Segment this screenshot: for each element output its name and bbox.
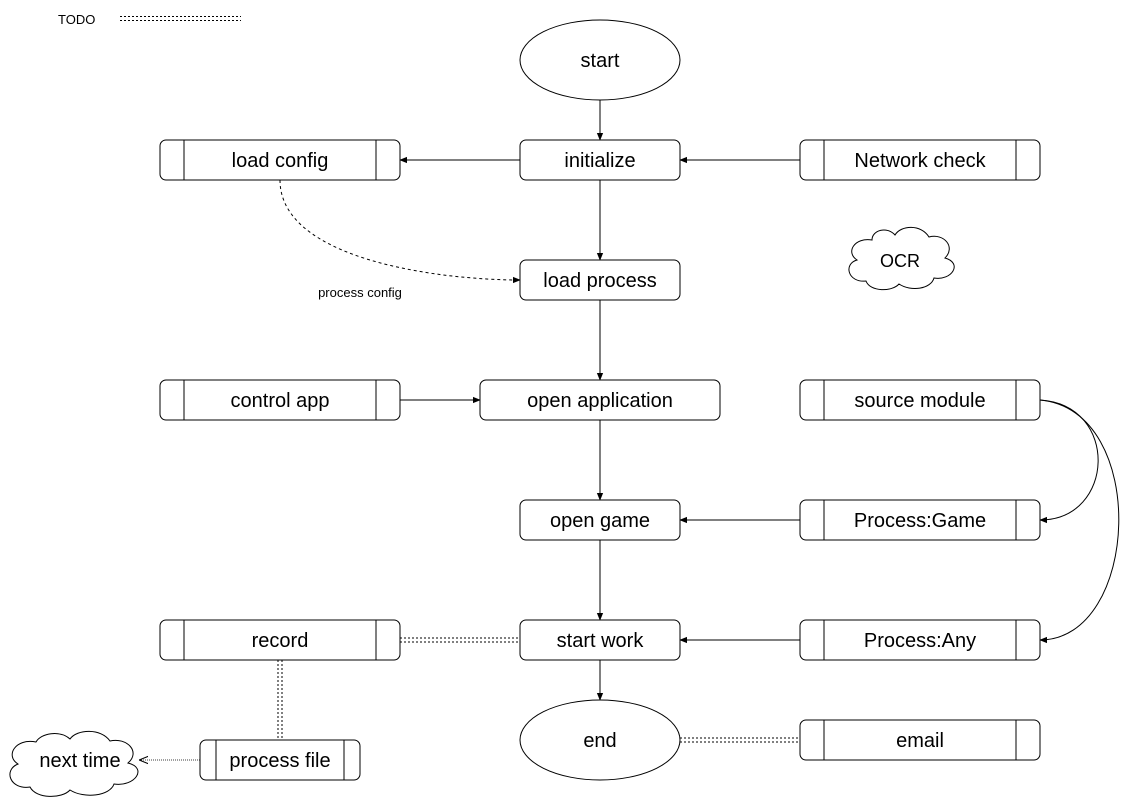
nodes: start initialize load config Network che…: [9, 19, 1041, 797]
node-control-app[interactable]: control app: [159, 379, 401, 421]
edges: [140, 100, 1120, 760]
node-email-label: email: [896, 730, 944, 752]
node-open-game-label: open game: [550, 510, 650, 532]
node-next-time-cloud[interactable]: next time: [9, 730, 139, 797]
node-open-application[interactable]: open application: [479, 379, 721, 421]
node-source-module-label: source module: [854, 390, 985, 412]
node-end[interactable]: end: [519, 699, 681, 781]
edge-load-config-load-process: [279, 179, 521, 284]
legend: TODO: [58, 12, 241, 27]
node-start[interactable]: start: [519, 19, 681, 101]
node-ocr-cloud[interactable]: OCR: [848, 226, 955, 291]
node-start-work[interactable]: start work: [519, 619, 681, 661]
node-process-any-label: Process:Any: [864, 630, 976, 652]
node-open-application-label: open application: [527, 390, 673, 412]
legend-dashed-double-line: [120, 16, 241, 21]
node-ocr-label: OCR: [880, 251, 920, 271]
node-next-time-label: next time: [39, 750, 120, 772]
node-process-game-label: Process:Game: [854, 510, 986, 532]
todo-link-record-process-file: [277, 660, 283, 740]
node-process-any[interactable]: Process:Any: [799, 619, 1041, 661]
todo-link-end-email: [680, 737, 800, 743]
node-record[interactable]: record: [159, 619, 401, 661]
node-process-file[interactable]: process file: [199, 739, 361, 781]
node-start-work-label: start work: [557, 630, 645, 652]
node-load-process[interactable]: load process: [519, 259, 681, 301]
node-network-check-label: Network check: [854, 150, 986, 172]
edge-source-module-process-any: [1039, 399, 1120, 644]
node-load-process-label: load process: [543, 270, 656, 292]
todo-links: [277, 637, 800, 743]
node-network-check[interactable]: Network check: [799, 139, 1041, 181]
node-source-module[interactable]: source module: [799, 379, 1041, 421]
node-initialize-label: initialize: [564, 150, 635, 172]
node-start-label: start: [581, 50, 620, 72]
node-record-label: record: [252, 630, 309, 652]
node-process-file-label: process file: [229, 750, 330, 772]
node-process-game[interactable]: Process:Game: [799, 499, 1041, 541]
node-email[interactable]: email: [799, 719, 1041, 761]
node-load-config-label: load config: [232, 150, 329, 172]
node-control-app-label: control app: [231, 390, 330, 412]
edge-source-module-process-game: [1039, 399, 1099, 524]
node-open-game[interactable]: open game: [519, 499, 681, 541]
legend-todo-label: TODO: [58, 12, 95, 27]
edge-label-process-config: process config: [318, 285, 402, 300]
node-initialize[interactable]: initialize: [519, 139, 681, 181]
node-end-label: end: [583, 730, 616, 752]
node-load-config[interactable]: load config: [159, 139, 401, 181]
todo-link-record-start-work: [400, 637, 520, 643]
